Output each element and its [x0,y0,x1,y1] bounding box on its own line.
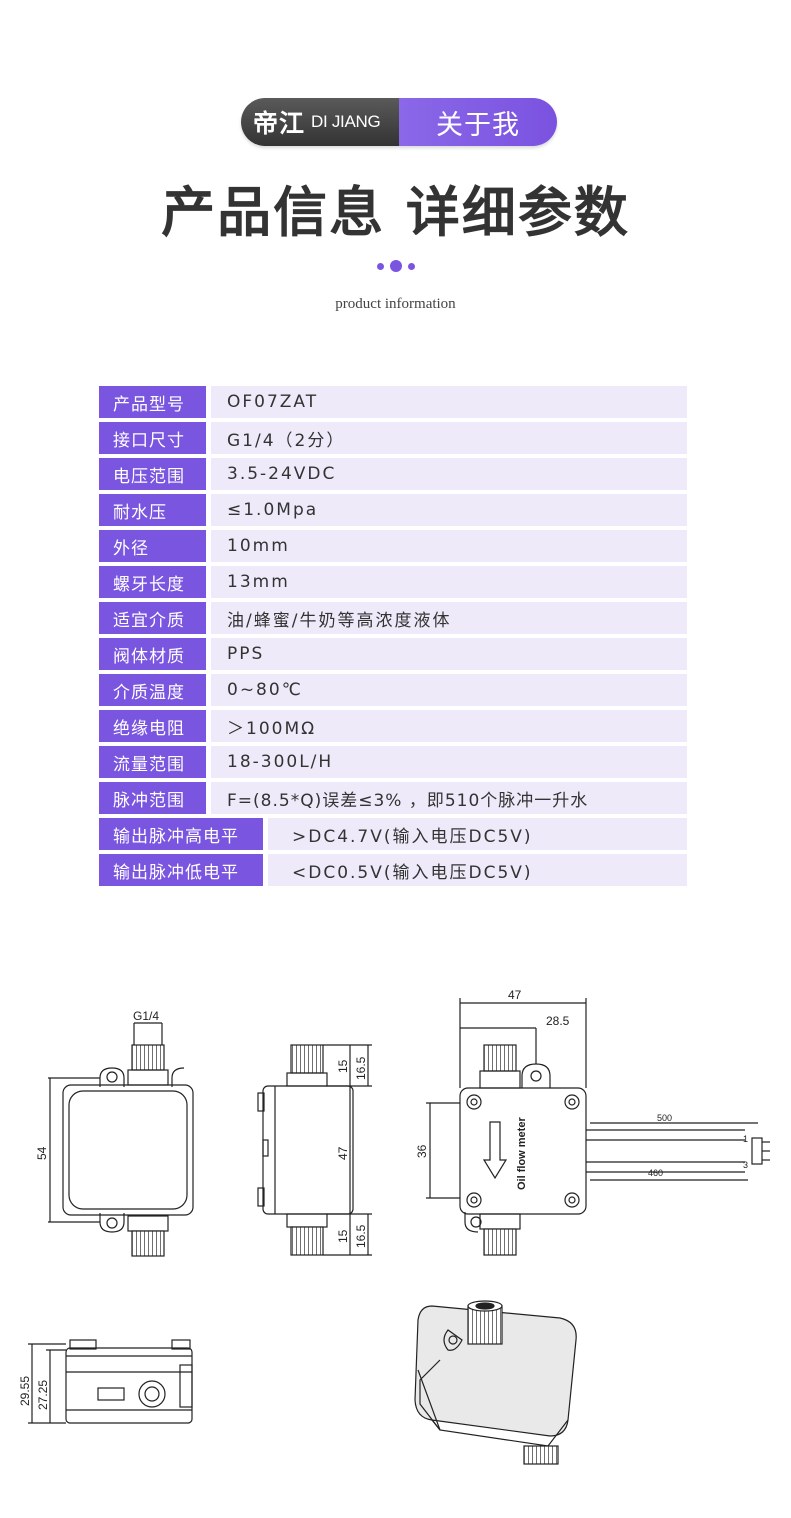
pin-1-label: 1 [743,1134,748,1144]
dim-cable-500: 500 [657,1113,672,1123]
dim-cable-460: 460 [648,1168,663,1178]
brand-logo: 帝江 DI JIANG [241,98,399,146]
divider-dot [376,262,384,270]
spec-row: 介质温度 0~80℃ [99,674,687,706]
spec-table: 产品型号 OF07ZAT 接口尺寸 G1/4（2分） 电压范围 3.5-24VD… [99,386,687,890]
spec-label: 介质温度 [99,674,206,706]
dimension-labels: G1/4 54 15 16.5 47 15 16.5 47 28.5 36 50… [18,988,748,1410]
side-view-drawing [257,1044,372,1256]
isometric-view-drawing [414,1300,577,1465]
spec-row: 脉冲范围 F=(8.5*Q)误差≤3% ，即510个脉冲一升水 [99,782,687,814]
spec-row: 产品型号 OF07ZAT [99,386,687,418]
pin-3-label: 3 [743,1160,748,1170]
spec-value: 油/蜂蜜/牛奶等高浓度液体 [211,602,687,634]
spec-label: 输出脉冲高电平 [99,818,263,850]
thread-label: G1/4 [133,1009,159,1023]
bottom-view-drawing [28,1339,193,1424]
spec-label: 螺牙长度 [99,566,206,598]
spec-row: 阀体材质 PPS [99,638,687,670]
spec-value: 10mm [211,530,687,562]
spec-value: 13mm [211,566,687,598]
spec-label: 输出脉冲低电平 [99,854,263,886]
spec-row: 外径 10mm [99,530,687,562]
front-view-drawing [48,1022,194,1257]
dim-36: 36 [415,1144,429,1158]
spec-label: 产品型号 [99,386,206,418]
spec-row: 流量范围 18-300L/H [99,746,687,778]
spec-value: 3.5-24VDC [211,458,687,490]
spec-label: 适宜介质 [99,602,206,634]
spec-value: G1/4（2分） [211,422,687,454]
spec-value: 0~80℃ [211,674,687,706]
cable-view-drawing [426,998,770,1256]
dots-divider [0,260,791,272]
about-label: 关于我 [399,98,557,146]
spec-row: 绝缘电阻 ＞100MΩ [99,710,687,742]
spec-value: ＞100MΩ [211,710,687,742]
dim-47-width: 47 [508,988,522,1002]
spec-label: 外径 [99,530,206,562]
dim-29-55: 29.55 [18,1376,32,1406]
spec-value: F=(8.5*Q)误差≤3% ，即510个脉冲一升水 [211,782,687,814]
spec-row: 螺牙长度 13mm [99,566,687,598]
spec-row: 电压范围 3.5-24VDC [99,458,687,490]
spec-value: OF07ZAT [211,386,687,418]
meter-text: Oil flow meter [516,1117,528,1190]
brand-name-en: DI JIANG [311,112,381,131]
spec-value: >DC4.7V(输入电压DC5V) [268,818,687,850]
page-subtitle: product information [335,296,456,312]
spec-label: 阀体材质 [99,638,206,670]
dim-15-bottom: 15 [336,1229,350,1243]
spec-label: 电压范围 [99,458,206,490]
dim-15-top: 15 [336,1059,350,1073]
spec-label: 脉冲范围 [99,782,206,814]
spec-row: 输出脉冲低电平 <DC0.5V(输入电压DC5V) [99,854,687,886]
spec-value: <DC0.5V(输入电压DC5V) [268,854,687,886]
page-title: 产品信息 详细参数 [161,181,630,244]
divider-dot [389,260,402,272]
divider-dot [407,262,415,270]
spec-label: 绝缘电阻 [99,710,206,742]
spec-label: 接口尺寸 [99,422,206,454]
spec-row: 耐水压 ≤1.0Mpa [99,494,687,526]
spec-row: 输出脉冲高电平 >DC4.7V(输入电压DC5V) [99,818,687,850]
dim-27-25: 27.25 [36,1380,50,1410]
spec-row: 适宜介质 油/蜂蜜/牛奶等高浓度液体 [99,602,687,634]
dim-16-5-bottom: 16.5 [354,1224,368,1248]
spec-row: 接口尺寸 G1/4（2分） [99,422,687,454]
dim-16-5-top: 16.5 [354,1056,368,1080]
spec-value: 18-300L/H [211,746,687,778]
brand-name-cn: 帝江 [253,109,306,138]
spec-value: PPS [211,638,687,670]
dim-54: 54 [35,1146,49,1160]
dim-47-side: 47 [336,1146,350,1160]
dim-28-5: 28.5 [546,1014,570,1028]
brand-pill: 帝江 DI JIANG 关于我 [241,98,557,146]
spec-value: ≤1.0Mpa [211,494,687,526]
spec-label: 耐水压 [99,494,206,526]
spec-label: 流量范围 [99,746,206,778]
